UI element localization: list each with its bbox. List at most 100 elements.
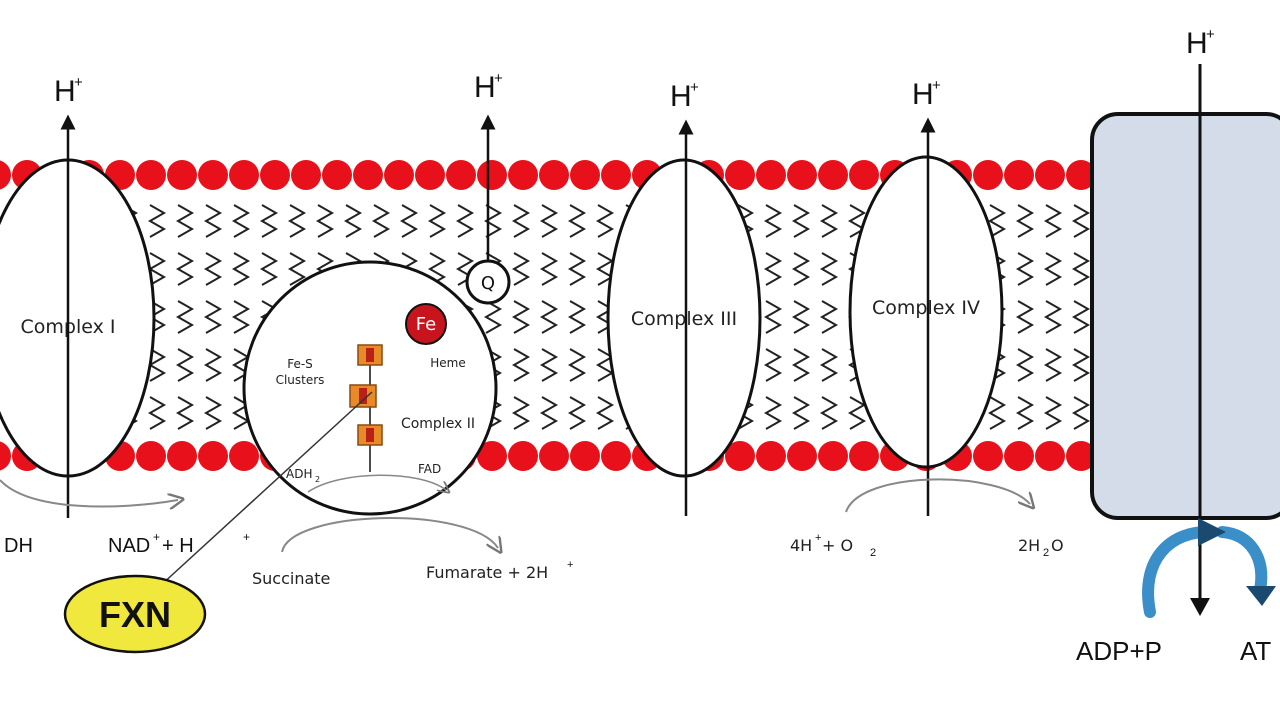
lipid-tail [1043, 252, 1063, 286]
atp-synthase-down-arrowhead [1190, 598, 1210, 616]
lipid-tail [1043, 348, 1063, 382]
svg-text:+: + [932, 77, 941, 94]
lipid-tail [259, 204, 279, 238]
lipid-head-outer [725, 160, 755, 190]
lipid-tail [511, 252, 531, 286]
lipid-tail [231, 204, 251, 238]
fumarate-label: Fumarate + 2H + [426, 559, 573, 582]
lipid-head-outer [415, 160, 445, 190]
svg-text:4H: 4H [790, 536, 812, 555]
fe-s-cluster-1 [357, 344, 383, 366]
lipid-tail [987, 396, 1007, 430]
lipid-tail [819, 300, 839, 334]
lipid-tail [539, 252, 559, 286]
lipid-tail [175, 348, 195, 382]
h-plus-complex-1: H + [54, 74, 83, 108]
lipid-tail [819, 396, 839, 430]
lipid-head-outer [260, 160, 290, 190]
lipid-head-outer [570, 160, 600, 190]
fe-s-cluster-2 [349, 384, 377, 408]
lipid-head-outer [291, 160, 321, 190]
lipid-tail [483, 204, 503, 238]
lipid-tail [567, 204, 587, 238]
lipid-tail [819, 348, 839, 382]
lipid-tail [175, 300, 195, 334]
nadh-reaction-arrow [0, 479, 178, 507]
lipid-head-inner [787, 441, 817, 471]
svg-text:2H: 2H [1018, 536, 1040, 555]
lipid-tail [1043, 396, 1063, 430]
lipid-tail [203, 204, 223, 238]
svg-text:H: H [54, 75, 76, 108]
lipid-tail [175, 396, 195, 430]
lipid-head-inner [818, 441, 848, 471]
h-plus-complex-3: H + [670, 79, 699, 113]
fadh2-label: ADH 2 [286, 467, 320, 484]
lipid-tail [763, 348, 783, 382]
lipid-tail [567, 396, 587, 430]
atp-label: AT [1240, 636, 1271, 666]
lipid-tail [791, 204, 811, 238]
lipid-tail [1015, 204, 1035, 238]
lipid-head-inner [539, 441, 569, 471]
svg-text:+: + [243, 530, 250, 544]
lipid-head-outer [384, 160, 414, 190]
lipid-head-outer [1066, 160, 1096, 190]
lipid-head-outer [539, 160, 569, 190]
lipid-tail [539, 348, 559, 382]
fxn-connector-line [159, 391, 373, 587]
complex-4-label: Complex IV [872, 297, 980, 319]
fad-reaction-arrow [307, 474, 446, 492]
svg-text:2: 2 [870, 547, 876, 559]
lipid-tail [1071, 252, 1091, 286]
lipid-head-inner [601, 441, 631, 471]
fxn-ellipse [63, 574, 207, 654]
lipid-head-inner [570, 441, 600, 471]
lipid-head-inner [1004, 441, 1034, 471]
lipid-tail [511, 300, 531, 334]
lipid-tail [511, 204, 531, 238]
lipid-tail [1071, 300, 1091, 334]
succinate-reaction-arrow [281, 517, 498, 552]
lipid-tail [819, 252, 839, 286]
lipid-head-outer [787, 160, 817, 190]
lipid-tail [763, 252, 783, 286]
lipid-tail [147, 396, 167, 430]
heme-label: Heme [430, 356, 465, 370]
lipid-head-outer [601, 160, 631, 190]
svg-text:+ H: + H [162, 535, 194, 557]
lipid-tail [1071, 348, 1091, 382]
lipid-tail [847, 204, 867, 238]
succinate-label: Succinate [252, 569, 330, 588]
complex-2-label: Complex II [401, 416, 475, 432]
lipid-tail [567, 348, 587, 382]
lipid-tail [203, 252, 223, 286]
svg-text:+: + [690, 79, 699, 96]
lipid-head-inner [849, 441, 879, 471]
atp-blue-arrowhead [1246, 586, 1276, 606]
lipid-tail [1015, 300, 1035, 334]
lipid-head-inner [1066, 441, 1096, 471]
lipid-tail [315, 204, 335, 238]
atp-blue-arrow [1216, 526, 1268, 596]
lipid-tail [819, 204, 839, 238]
nadh-label: DH [4, 535, 33, 557]
lipid-tail [1071, 396, 1091, 430]
adp-blue-arrowhead [1198, 518, 1226, 546]
svg-text:ADH: ADH [286, 467, 312, 481]
lipid-head-inner [229, 441, 259, 471]
lipid-tail [791, 396, 811, 430]
lipid-tail [595, 204, 615, 238]
lipid-head-outer [1035, 160, 1065, 190]
svg-text:O: O [1051, 536, 1064, 555]
lipid-tail [791, 348, 811, 382]
lipid-tail [763, 300, 783, 334]
lipid-head-outer [229, 160, 259, 190]
lipid-head-inner [198, 441, 228, 471]
adp-label: ADP+P [1076, 636, 1162, 666]
lipid-head-outer [818, 160, 848, 190]
svg-text:+ O: + O [822, 536, 853, 555]
heme-fe-circle [405, 303, 447, 345]
